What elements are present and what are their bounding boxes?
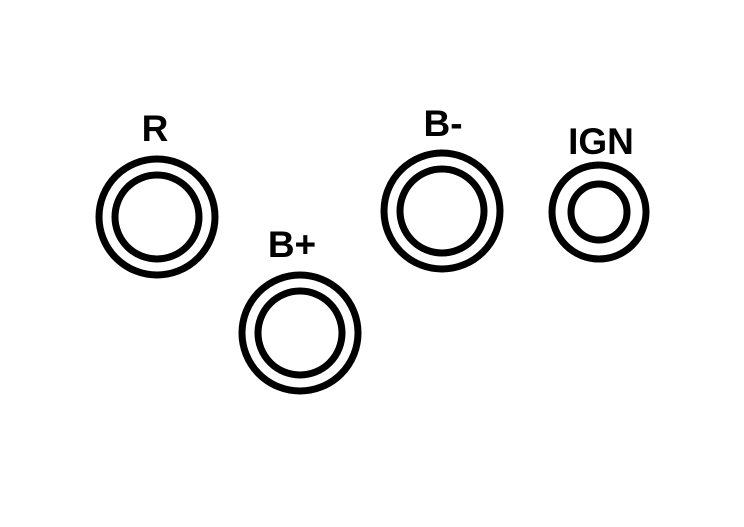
terminal-b-minus-outer-ring <box>380 149 504 273</box>
terminal-b-minus-inner-ring <box>396 165 488 257</box>
terminal-r-inner-ring <box>111 171 203 263</box>
terminal-label-ign: IGN <box>568 121 634 162</box>
terminal-ign-inner-ring <box>567 180 631 244</box>
terminal-label-r: R <box>142 108 169 149</box>
terminal-label-b-minus: B- <box>423 103 462 144</box>
terminal-b-minus: B- <box>380 103 504 273</box>
terminal-label-b-plus: B+ <box>268 224 316 265</box>
terminal-b-plus-inner-ring <box>254 287 346 379</box>
terminal-r-outer-ring <box>95 155 219 279</box>
terminal-b-plus: B+ <box>238 224 362 395</box>
terminal-r: R <box>95 108 219 279</box>
terminal-b-plus-outer-ring <box>238 271 362 395</box>
terminal-ign: IGN <box>548 121 650 263</box>
terminal-ign-outer-ring <box>548 161 650 263</box>
